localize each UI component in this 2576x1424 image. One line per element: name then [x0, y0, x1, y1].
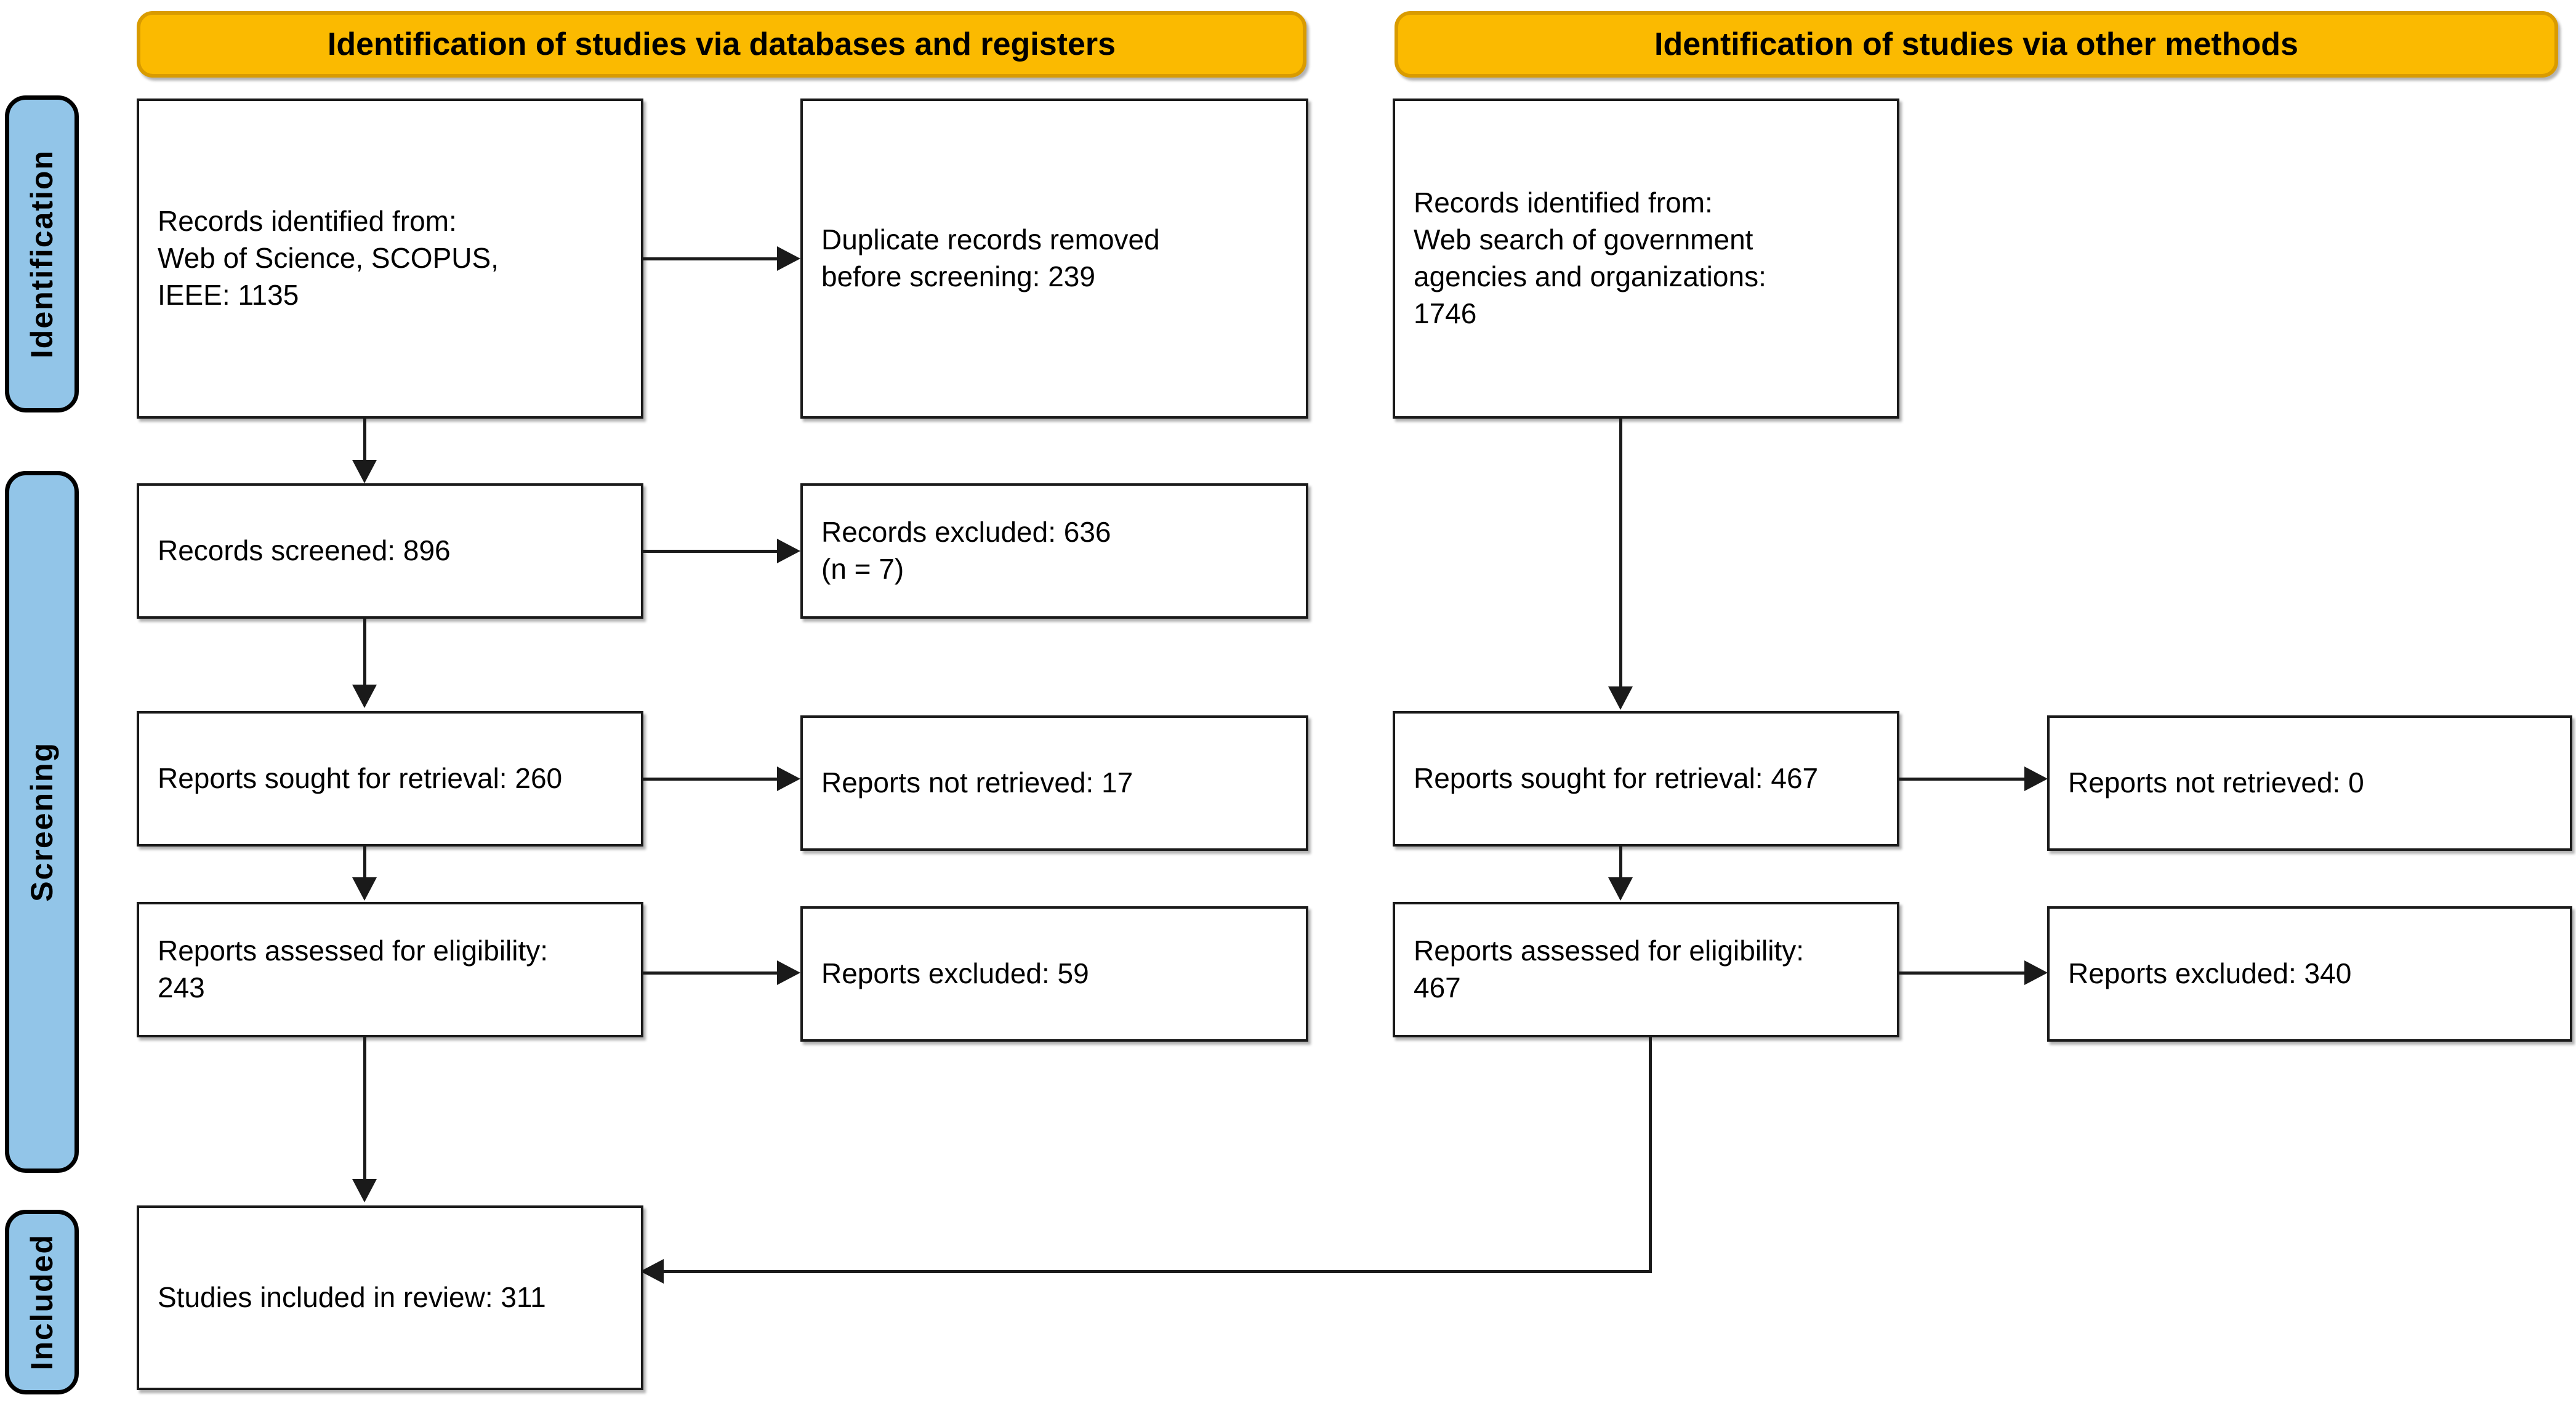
- connector-identified-to-duplicates: [643, 257, 780, 260]
- connector-screened-to-excluded: [643, 550, 780, 553]
- arrowhead-identified-to-duplicates: [777, 246, 800, 271]
- arrowhead-sought-to-not-retrieved-db: [777, 766, 800, 791]
- box-records-identified-other-methods-text: Records identified from: Web search of g…: [1414, 187, 1766, 329]
- box-reports-assessed-databases: Reports assessed for eligibility: 243: [137, 902, 643, 1037]
- box-records-identified-databases: Records identified from: Web of Science,…: [137, 99, 643, 419]
- box-records-screened: Records screened: 896: [137, 483, 643, 619]
- box-reports-sought-databases-text: Reports sought for retrieval: 260: [158, 762, 563, 795]
- box-reports-sought-other-methods: Reports sought for retrieval: 467: [1393, 711, 1899, 847]
- stage-label-included-text: Included: [25, 1234, 59, 1370]
- box-records-excluded-text: Records excluded: 636 (n = 7): [821, 516, 1111, 585]
- arrowhead-identified-other-to-sought: [1608, 686, 1633, 710]
- box-reports-not-retrieved-databases-text: Reports not retrieved: 17: [821, 766, 1133, 799]
- connector-sought-to-assessed-other: [1619, 847, 1622, 880]
- arrowhead-sought-to-not-retrieved-other: [2024, 766, 2048, 791]
- arrowhead-screened-to-excluded: [777, 539, 800, 563]
- connector-assessed-to-excluded-other: [1899, 971, 2026, 975]
- box-reports-assessed-other-methods-text: Reports assessed for eligibility: 467: [1414, 935, 1805, 1004]
- connector-identified-to-screened: [363, 419, 366, 463]
- box-reports-not-retrieved-databases: Reports not retrieved: 17: [800, 715, 1308, 851]
- stage-label-identification: Identification: [5, 95, 79, 412]
- stage-label-included: Included: [5, 1210, 79, 1394]
- connector-sought-to-assessed-db: [363, 847, 366, 880]
- arrowhead-assessed-to-included-db: [352, 1179, 377, 1202]
- banner-databases-and-registers-text: Identification of studies via databases …: [327, 26, 1116, 62]
- stage-label-screening: Screening: [5, 471, 79, 1173]
- arrowhead-sought-to-assessed-db: [352, 877, 377, 901]
- connector-assessed-to-included-db: [363, 1037, 366, 1182]
- box-reports-excluded-databases: Reports excluded: 59: [800, 906, 1308, 1042]
- stage-label-screening-text: Screening: [25, 742, 59, 902]
- arrowhead-identified-to-screened: [352, 460, 377, 483]
- arrowhead-assessed-to-excluded-db: [777, 960, 800, 985]
- box-records-identified-databases-text: Records identified from: Web of Science,…: [158, 205, 499, 311]
- connector-sought-to-not-retrieved-db: [643, 778, 780, 781]
- connector-assessed-to-excluded-db: [643, 971, 780, 975]
- box-reports-sought-other-methods-text: Reports sought for retrieval: 467: [1414, 762, 1819, 795]
- connector-assessed-other-to-included-vertical: [1649, 1037, 1652, 1273]
- banner-other-methods-text: Identification of studies via other meth…: [1654, 26, 2298, 62]
- connector-screened-to-sought: [363, 619, 366, 688]
- box-reports-not-retrieved-other-methods: Reports not retrieved: 0: [2047, 715, 2572, 851]
- box-records-excluded: Records excluded: 636 (n = 7): [800, 483, 1308, 619]
- box-duplicate-records-removed: Duplicate records removed before screeni…: [800, 99, 1308, 419]
- connector-sought-to-not-retrieved-other: [1899, 778, 2026, 781]
- box-reports-excluded-other-methods: Reports excluded: 340: [2047, 906, 2572, 1042]
- connector-identified-other-to-sought: [1619, 419, 1622, 690]
- box-studies-included-in-review: Studies included in review: 311: [137, 1205, 643, 1390]
- box-reports-excluded-other-methods-text: Reports excluded: 340: [2068, 957, 2352, 990]
- arrowhead-assessed-to-excluded-other: [2024, 960, 2048, 985]
- box-reports-not-retrieved-other-methods-text: Reports not retrieved: 0: [2068, 766, 2364, 799]
- box-records-screened-text: Records screened: 896: [158, 534, 451, 567]
- box-reports-sought-databases: Reports sought for retrieval: 260: [137, 711, 643, 847]
- arrowhead-screened-to-sought: [352, 685, 377, 708]
- box-studies-included-in-review-text: Studies included in review: 311: [158, 1281, 546, 1314]
- banner-other-methods: Identification of studies via other meth…: [1395, 11, 2558, 78]
- box-duplicate-records-removed-text: Duplicate records removed before screeni…: [821, 223, 1160, 292]
- connector-assessed-other-to-included-horizontal: [662, 1270, 1651, 1273]
- arrowhead-assessed-other-to-included: [640, 1259, 664, 1284]
- box-reports-assessed-other-methods: Reports assessed for eligibility: 467: [1393, 902, 1899, 1037]
- stage-label-identification-text: Identification: [25, 149, 59, 359]
- banner-databases-and-registers: Identification of studies via databases …: [137, 11, 1306, 78]
- box-records-identified-other-methods: Records identified from: Web search of g…: [1393, 99, 1899, 419]
- box-reports-assessed-databases-text: Reports assessed for eligibility: 243: [158, 935, 549, 1004]
- arrowhead-sought-to-assessed-other: [1608, 877, 1633, 901]
- box-reports-excluded-databases-text: Reports excluded: 59: [821, 957, 1089, 990]
